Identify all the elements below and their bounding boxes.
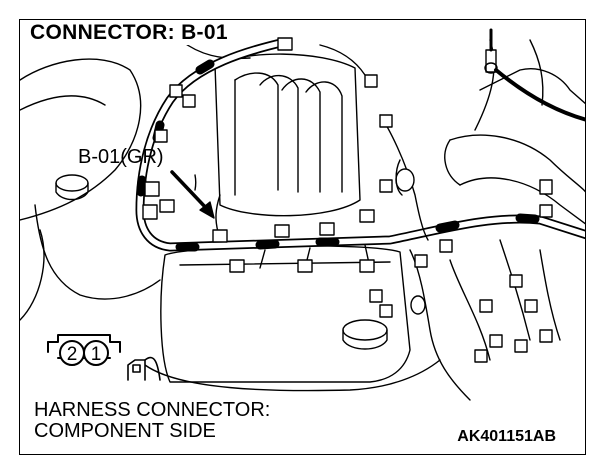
small-connector xyxy=(127,356,161,381)
air-intake-duct xyxy=(444,39,585,225)
connector-pins: 2 1 xyxy=(59,340,109,366)
reservoir-cap xyxy=(34,174,161,300)
caption: HARNESS CONNECTOR: COMPONENT SIDE xyxy=(34,400,270,442)
pin-label-2: 2 xyxy=(67,344,78,365)
diagram-title: CONNECTOR: B-01 xyxy=(30,21,234,45)
oil-filler-cap xyxy=(342,319,388,350)
pin-circle-1 xyxy=(83,340,109,366)
diagram-frame: 2 1 CONNECTOR: B-01 B-01(GR) HARNESS CON… xyxy=(19,19,586,455)
pin-label-1: 1 xyxy=(91,344,102,365)
harness-connectors xyxy=(142,37,553,363)
caption-line-1: HARNESS CONNECTOR: xyxy=(34,399,271,421)
sensor xyxy=(395,159,426,315)
connector-callout-label: B-01(GR) xyxy=(78,146,164,168)
callout-arrow xyxy=(170,170,215,219)
caption-line-2: COMPONENT SIDE xyxy=(34,420,216,442)
figure-code: AK401151AB xyxy=(457,428,556,445)
intake-manifold xyxy=(214,44,366,217)
callout-leader xyxy=(194,174,197,191)
mounting-bolt xyxy=(484,28,498,74)
